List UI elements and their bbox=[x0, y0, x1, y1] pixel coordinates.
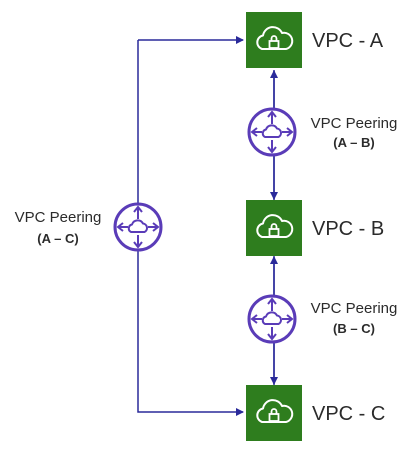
vpc-a-label: VPC - A bbox=[312, 30, 384, 52]
peering-a-c: VPC Peering (A – C) bbox=[15, 202, 163, 252]
peering-icon bbox=[247, 294, 297, 344]
vpc-cloud-lock-icon bbox=[245, 384, 303, 442]
peering-icon bbox=[247, 107, 297, 157]
peering-a-b: VPC Peering (A – B) bbox=[247, 107, 398, 157]
vpc-c-label: VPC - C bbox=[312, 403, 385, 425]
connector-a-c bbox=[137, 36, 244, 416]
peering-b-c: VPC Peering (B – C) bbox=[247, 294, 398, 344]
vpc-b-label: VPC - B bbox=[312, 218, 384, 240]
vpc-cloud-lock-icon bbox=[245, 11, 303, 69]
peering-b-c-pair: (B – C) bbox=[333, 321, 375, 336]
peering-b-c-title: VPC Peering bbox=[311, 300, 398, 317]
peering-a-b-pair: (A – B) bbox=[333, 135, 374, 150]
vpc-b-node: VPC - B bbox=[245, 199, 384, 257]
vpc-cloud-lock-icon bbox=[245, 199, 303, 257]
peering-a-c-pair: (A – C) bbox=[37, 231, 78, 246]
vpc-c-node: VPC - C bbox=[245, 384, 385, 442]
peering-icon bbox=[113, 202, 163, 252]
peering-a-b-title: VPC Peering bbox=[311, 115, 398, 132]
vpc-a-node: VPC - A bbox=[245, 11, 384, 69]
peering-a-c-title: VPC Peering bbox=[15, 209, 102, 226]
